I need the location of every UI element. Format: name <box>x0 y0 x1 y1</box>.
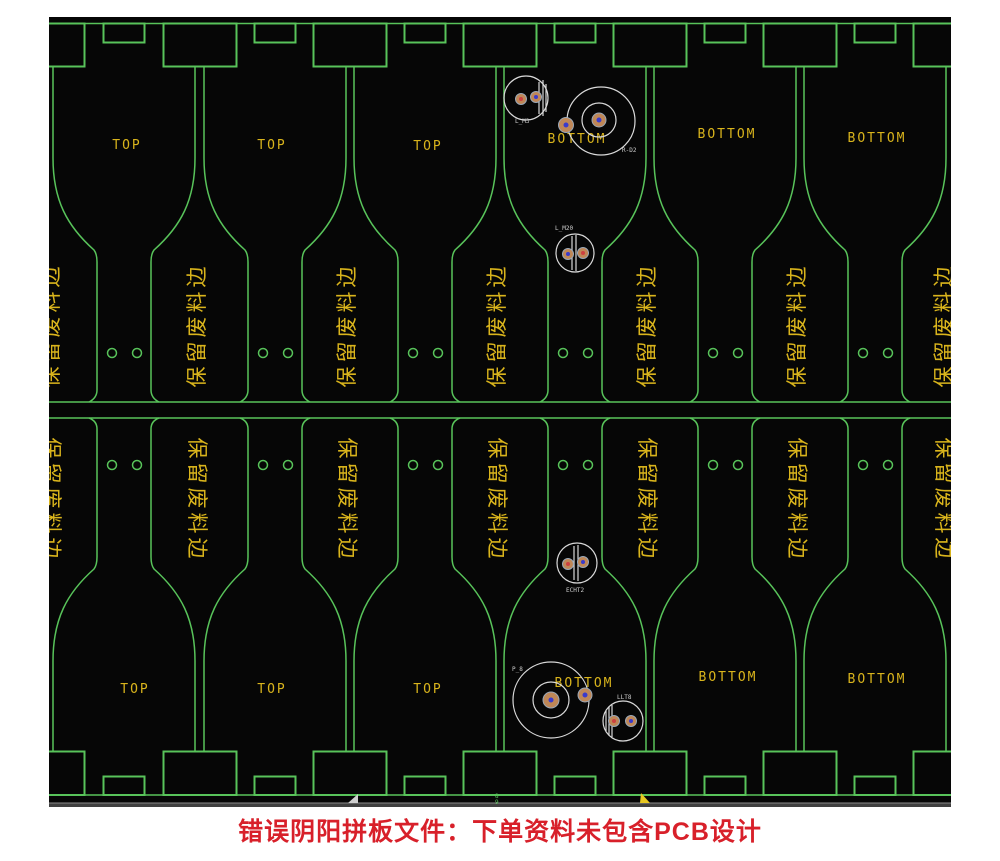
canvas-background <box>49 17 951 803</box>
board-outlines-top-row <box>52 67 947 403</box>
gray-pointer-icon <box>348 794 358 803</box>
board-side-label: BOTTOM <box>548 132 607 147</box>
fiducial-label: L_M20 <box>555 225 573 232</box>
origin-mark: 8 <box>495 793 499 800</box>
board-side-label: TOP <box>112 138 141 153</box>
yellow-pointer-icon <box>640 793 650 803</box>
fiducial-target-inner <box>581 102 617 138</box>
waste-edge-notes: 保留废料边 保留废料边 保留废料边 保留废料边 保留废料边 保留废料边 保留废料… <box>49 263 951 563</box>
waste-edge-note: 保留废料边 <box>335 263 359 388</box>
board-outline <box>353 417 497 752</box>
fiducial-label: ECHT2 <box>566 587 584 594</box>
fiducial-hatched-circle <box>602 700 644 742</box>
pcb-panel-canvas: TOP TOP TOP BOTTOM BOTTOM BOTTOM TOP TOP… <box>49 17 951 807</box>
fiducial-stem-bottom: ECHT2 <box>556 542 598 594</box>
board-outline <box>503 417 647 752</box>
waste-edge-note: 保留废料边 <box>785 438 809 563</box>
board-outline <box>503 67 647 403</box>
board-outline <box>203 67 347 403</box>
waste-edge-note: 保留废料边 <box>485 438 509 563</box>
waste-edge-note: 保留废料边 <box>49 263 63 388</box>
board-side-label: BOTTOM <box>848 131 907 146</box>
waste-edge-note: 保留废料边 <box>485 263 509 388</box>
board-side-label: TOP <box>257 682 286 697</box>
board-side-label: BOTTOM <box>848 672 907 687</box>
waste-edge-note: 保留废料边 <box>635 263 659 388</box>
breakaway-tabs-top <box>49 22 951 68</box>
waste-edge-note: 保留废料边 <box>635 438 659 563</box>
fiducial-target-inner <box>532 681 570 719</box>
board-outline <box>803 67 947 403</box>
fiducial-cluster-top: L_M3 R-D2 <box>503 75 637 156</box>
origin-mark: 9 <box>495 799 499 806</box>
board-side-label: TOP <box>257 138 286 153</box>
waste-edge-note: 保留废料边 <box>185 438 209 563</box>
waste-edge-note: 保留废料边 <box>932 438 951 563</box>
board-side-label: BOTTOM <box>699 670 758 685</box>
board-side-label: BOTTOM <box>555 676 614 691</box>
fiducial-label: R-D2 <box>622 147 637 154</box>
board-outline <box>353 67 497 403</box>
board-outline <box>203 417 347 752</box>
fiducial-stem-top: L_M20 <box>555 225 595 273</box>
breakaway-tabs-bottom <box>49 750 951 796</box>
board-side-label: BOTTOM <box>698 127 757 142</box>
fiducial-label: LLT8 <box>617 694 632 701</box>
board-outline <box>52 417 196 752</box>
waste-edge-note: 保留废料边 <box>49 438 63 563</box>
board-side-label: TOP <box>413 139 442 154</box>
tooling-holes <box>106 347 894 471</box>
canvas-bottom-bar[interactable]: 8 9 <box>49 793 951 807</box>
error-caption: 错误阴阳拼板文件：下单资料未包含PCB设计 <box>238 818 762 846</box>
waste-edge-note: 保留废料边 <box>785 263 809 388</box>
scrollbar-track[interactable] <box>49 803 951 807</box>
fiducial-label: P_8 <box>512 666 523 673</box>
board-side-labels: TOP TOP TOP BOTTOM BOTTOM BOTTOM TOP TOP… <box>112 127 907 697</box>
waste-edge-note: 保留废料边 <box>335 438 359 563</box>
waste-edge-note: 保留废料边 <box>185 263 209 388</box>
waste-edge-note: 保留废料边 <box>932 263 951 388</box>
fiducial-cluster-bottom: P_8 LLT8 <box>512 661 644 742</box>
board-outlines-bottom-row <box>52 417 947 752</box>
board-outline <box>653 417 797 752</box>
fiducial-label: L_M3 <box>515 118 530 125</box>
board-outline <box>52 67 196 403</box>
fiducial-hatched-circle <box>503 75 549 121</box>
board-side-label: TOP <box>120 682 149 697</box>
board-side-label: TOP <box>413 682 442 697</box>
board-outline <box>653 67 797 403</box>
board-outline <box>803 417 947 752</box>
